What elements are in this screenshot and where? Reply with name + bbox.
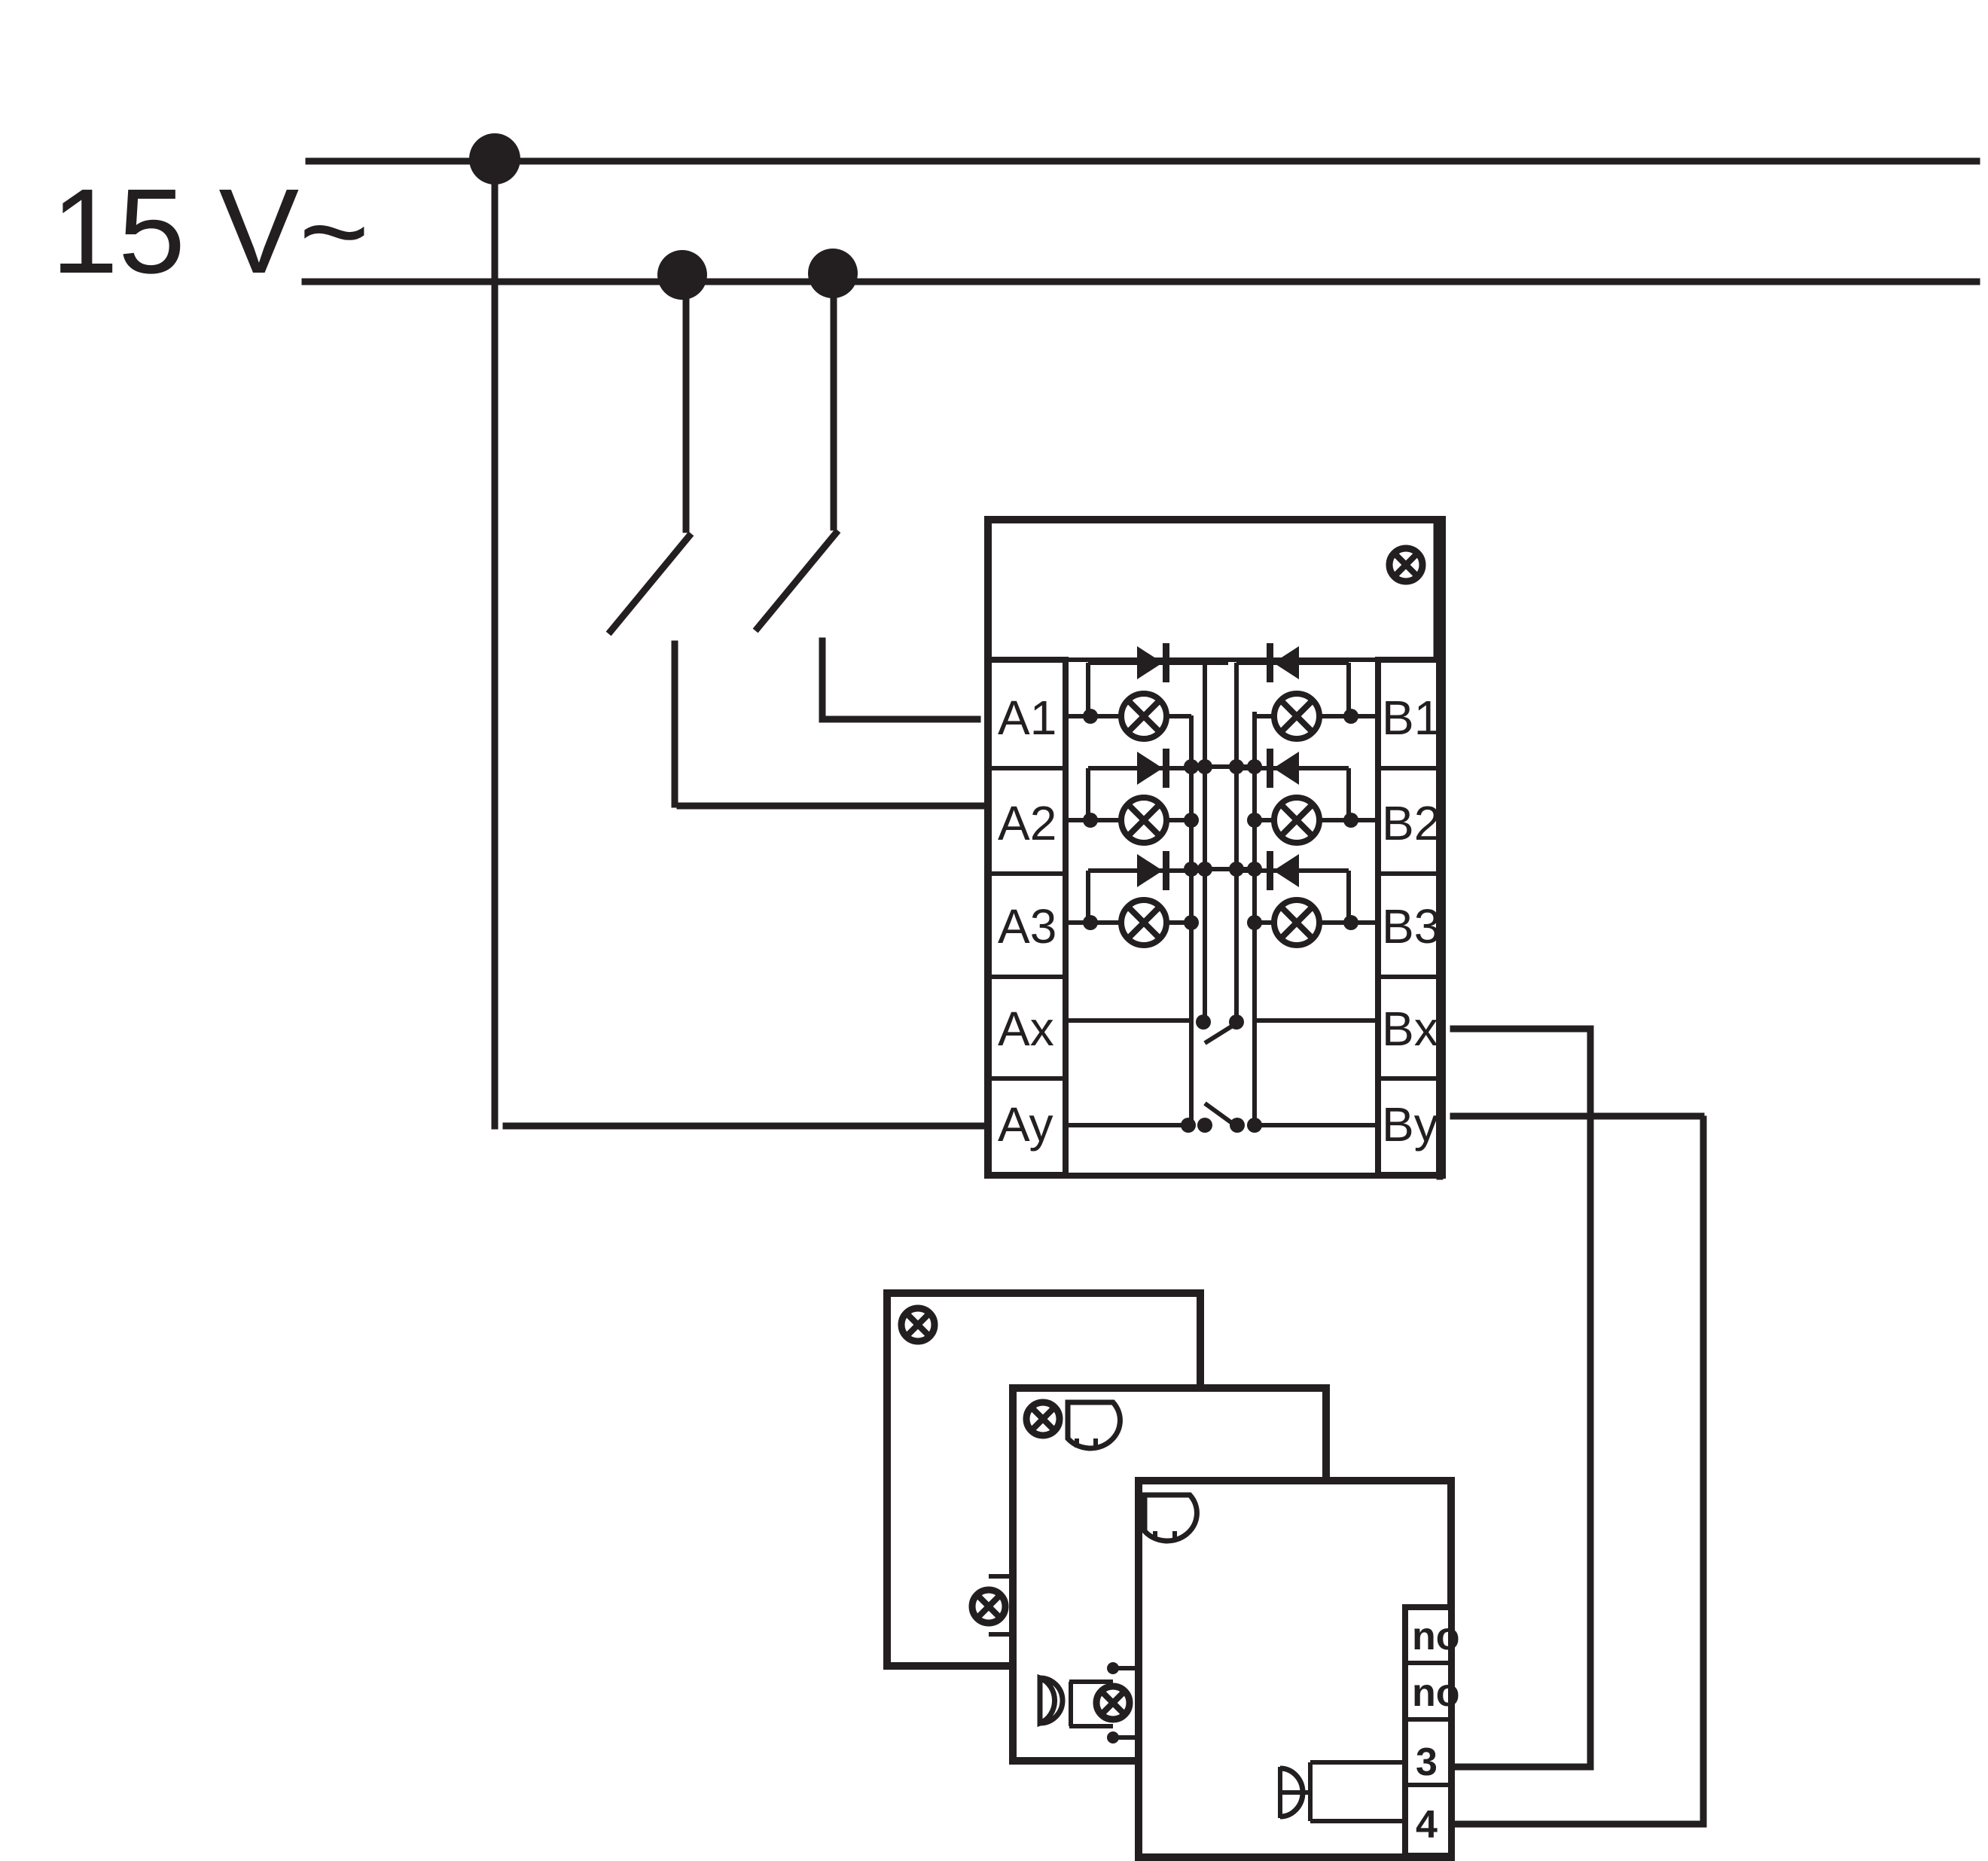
supply-voltage-label: 15 V~	[51, 163, 370, 298]
receiver-terminal-no: no	[1412, 1671, 1460, 1715]
terminal-ay: Ay	[998, 1097, 1053, 1152]
buzzer-icon	[1037, 1673, 1066, 1728]
terminal-b2: B2	[1382, 796, 1441, 850]
terminal-b3: B3	[1382, 899, 1441, 953]
lamp-icon	[1274, 694, 1319, 739]
terminal-a1: A1	[998, 691, 1057, 745]
lamp-icon	[1274, 900, 1319, 945]
terminal-ax: Ax	[998, 1002, 1054, 1056]
terminal-by: By	[1382, 1097, 1438, 1152]
switch-icon	[752, 270, 981, 723]
receiver-terminal-strip	[1402, 1604, 1454, 1859]
receiver-terminal-no: no	[1412, 1615, 1460, 1658]
lamp-icon	[1096, 1686, 1130, 1719]
lamp-icon	[972, 1590, 1005, 1623]
lamp-row-b3	[1236, 851, 1378, 945]
lamp-row-a2	[1066, 749, 1212, 877]
terminal-strip-b	[1375, 657, 1442, 1178]
switch-icon	[605, 271, 989, 810]
module-a: A1 A2 A3 Ax Ay B1 B2 B3 Bx By	[984, 516, 1446, 1180]
terminal-a3: A3	[998, 899, 1057, 953]
lamp-icon	[1274, 798, 1319, 843]
terminal-strip-a	[986, 657, 1069, 1178]
lamp-icon	[901, 1308, 935, 1341]
lamp-icon	[1121, 694, 1166, 739]
junction-dot	[657, 250, 707, 300]
buzzer-icon	[1065, 1399, 1123, 1451]
receiver-terminal-4: 4	[1416, 1803, 1438, 1847]
lamp-icon	[1121, 798, 1166, 843]
receiver-unit-3: no no 3 4	[1135, 1477, 1460, 1861]
receiver-terminal-3: 3	[1416, 1740, 1438, 1784]
lamp-row-a3	[1066, 851, 1205, 945]
lamp-icon	[1389, 548, 1422, 581]
supply-rails	[301, 157, 1980, 285]
lamp-icon	[1026, 1402, 1060, 1435]
lamp-icon	[1121, 900, 1166, 945]
terminal-bx: Bx	[1382, 1002, 1438, 1056]
buzzer-icon	[1142, 1492, 1200, 1544]
output-wires	[1450, 1025, 1707, 1828]
terminal-a2: A2	[998, 796, 1057, 850]
terminal-b1: B1	[1382, 691, 1441, 745]
